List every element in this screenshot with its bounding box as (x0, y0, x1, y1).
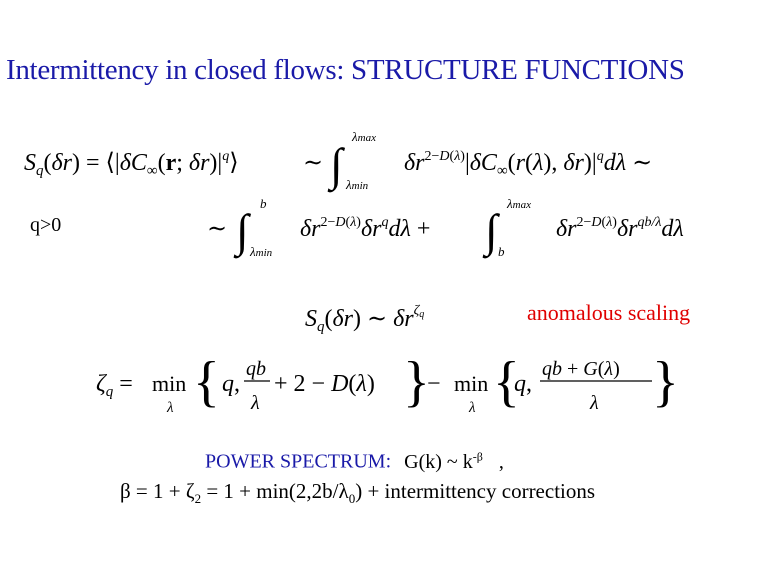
beta-mid: = 1 + min(2,2b/λ (201, 479, 349, 503)
beta-subscript: 2 (194, 491, 202, 507)
svg-text:λ: λ (468, 400, 476, 416)
structure-function-equation: Sq(δr) = ⟨|δC∞(r; δr)|q⟩ ∼ ∫ λmax λmin δ… (24, 129, 652, 193)
power-spectrum-comma: , (498, 450, 504, 473)
svg-text:∫: ∫ (233, 205, 251, 259)
beta-lhs: β = 1 + ζ (120, 479, 195, 503)
svg-text:∫: ∫ (327, 139, 345, 193)
svg-text:λ: λ (589, 392, 599, 414)
svg-text:Sq(δr) = ⟨|δC∞(r; δr)|q⟩: Sq(δr) = ⟨|δC∞(r; δr)|q⟩ (24, 149, 239, 179)
power-spectrum-prefix: G(k) ~ k (404, 450, 473, 473)
power-spectrum-formula: G(k) ~ k-β, (404, 449, 504, 473)
anomalous-scaling-label: anomalous scaling (527, 300, 691, 325)
power-spectrum-exponent: -β (472, 449, 483, 463)
zeta-equation: ζq = min λ { q, qb λ + 2 − D(λ) } − min … (96, 351, 679, 416)
svg-text:min: min (454, 371, 488, 396)
svg-text:λ: λ (250, 392, 260, 414)
svg-text:{: { (193, 351, 220, 413)
svg-text:λmax: λmax (506, 196, 531, 211)
scaling-law-equation: Sq(δr) ∼ δrζq (305, 303, 424, 335)
svg-text:{: { (493, 351, 520, 413)
svg-text:b: b (498, 244, 505, 259)
power-spectrum-line: POWER SPECTRUM: G(k) ~ k-β, (205, 449, 504, 474)
svg-text:λmin: λmin (345, 177, 369, 192)
slide-title: Intermittency in closed flows: STRUCTURE… (6, 54, 685, 86)
svg-text:q,: q, (222, 371, 240, 397)
svg-text:}: } (403, 351, 430, 413)
svg-text:b: b (260, 196, 267, 211)
svg-text:δr2−D(λ)δrqb/λdλ: δr2−D(λ)δrqb/λdλ (556, 215, 684, 242)
svg-text:ζq =: ζq = (96, 371, 133, 400)
beta-subscript-2: 0 (348, 491, 356, 507)
svg-text:∼: ∼ (303, 150, 323, 176)
svg-text:δr2−D(λ)δrqdλ +: δr2−D(λ)δrqdλ + (300, 215, 430, 242)
power-spectrum-label: POWER SPECTRUM: (205, 450, 392, 473)
q-condition-label: q>0 (30, 214, 62, 236)
svg-text:λmax: λmax (351, 129, 376, 144)
svg-text:−: − (427, 371, 441, 397)
svg-text:∫: ∫ (482, 205, 500, 259)
svg-text:}: } (652, 351, 679, 413)
svg-text:Sq(δr) ∼ δrζq: Sq(δr) ∼ δrζq (305, 303, 424, 335)
svg-text:min: min (152, 371, 186, 396)
svg-text:qb: qb (246, 358, 266, 380)
svg-text:+ 2 − D(λ): + 2 − D(λ) (274, 371, 375, 397)
beta-relation: β = 1 + ζ2 = 1 + min(2,2b/λ0) + intermit… (120, 479, 595, 507)
split-integral-equation: ∼ ∫ b λmin δr2−D(λ)δrqdλ + ∫ λmax b δr2−… (207, 196, 684, 259)
svg-text:∼: ∼ (207, 216, 227, 242)
svg-text:λ: λ (166, 400, 174, 416)
svg-text:λmin: λmin (249, 244, 273, 259)
svg-text:q,: q, (514, 371, 532, 397)
beta-rhs: ) + intermittency corrections (355, 479, 596, 503)
svg-text:qb + G(λ): qb + G(λ) (542, 358, 620, 380)
svg-text:δr2−D(λ)|δC∞(r(λ), δr)|qdλ ∼: δr2−D(λ)|δC∞(r(λ), δr)|qdλ ∼ (404, 149, 652, 179)
